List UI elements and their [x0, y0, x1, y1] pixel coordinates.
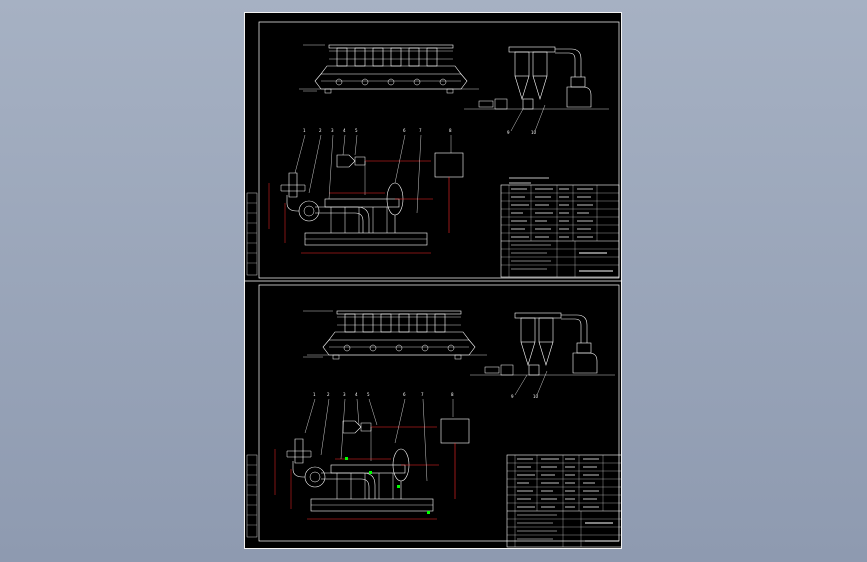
bottom-leader-6: 6 — [403, 392, 406, 397]
top-leader-7: 7 — [419, 128, 422, 133]
cad-drawing: 1 2 3 4 5 6 7 8 9 10 — [245, 21, 621, 548]
bottom-leader-8: 8 — [451, 392, 454, 397]
bottom-leader-7: 7 — [421, 392, 424, 397]
bottom-dryer-elevation — [303, 310, 488, 360]
bottom-cyclone-leader-10: 10 — [533, 394, 539, 399]
bottom-cyclone-leader-9: 9 — [511, 394, 514, 399]
bottom-flow-diagram — [274, 418, 470, 520]
top-leader-2: 2 — [319, 128, 322, 133]
bottom-leader-3: 3 — [343, 392, 346, 397]
top-leader-6: 6 — [403, 128, 406, 133]
top-cyclone-fan — [463, 46, 610, 110]
bottom-leader-5: 5 — [367, 392, 370, 397]
top-title-block — [500, 177, 620, 278]
drawing-sheet: 1 2 3 4 5 6 7 8 9 10 — [244, 12, 622, 549]
bottom-leader-2: 2 — [327, 392, 330, 397]
bottom-leader-1: 1 — [313, 392, 316, 397]
bottom-leader-numbers: 1 2 3 4 5 6 7 8 9 10 — [304, 370, 548, 482]
top-cyclone-leader-10: 10 — [531, 130, 537, 135]
top-dryer-elevation — [298, 44, 480, 94]
top-cyclone-leader-9: 9 — [507, 130, 510, 135]
top-leader-3: 3 — [331, 128, 334, 133]
top-leader-1: 1 — [303, 128, 306, 133]
top-leader-4: 4 — [343, 128, 346, 133]
bottom-cyclone-fan — [469, 312, 616, 376]
bottom-leader-4: 4 — [355, 392, 358, 397]
top-leader-numbers: 1 2 3 4 5 6 7 8 9 10 — [294, 104, 546, 214]
bottom-title-block — [506, 454, 621, 548]
top-leader-8: 8 — [449, 128, 452, 133]
top-leader-5: 5 — [355, 128, 358, 133]
top-flow-diagram — [268, 152, 464, 254]
